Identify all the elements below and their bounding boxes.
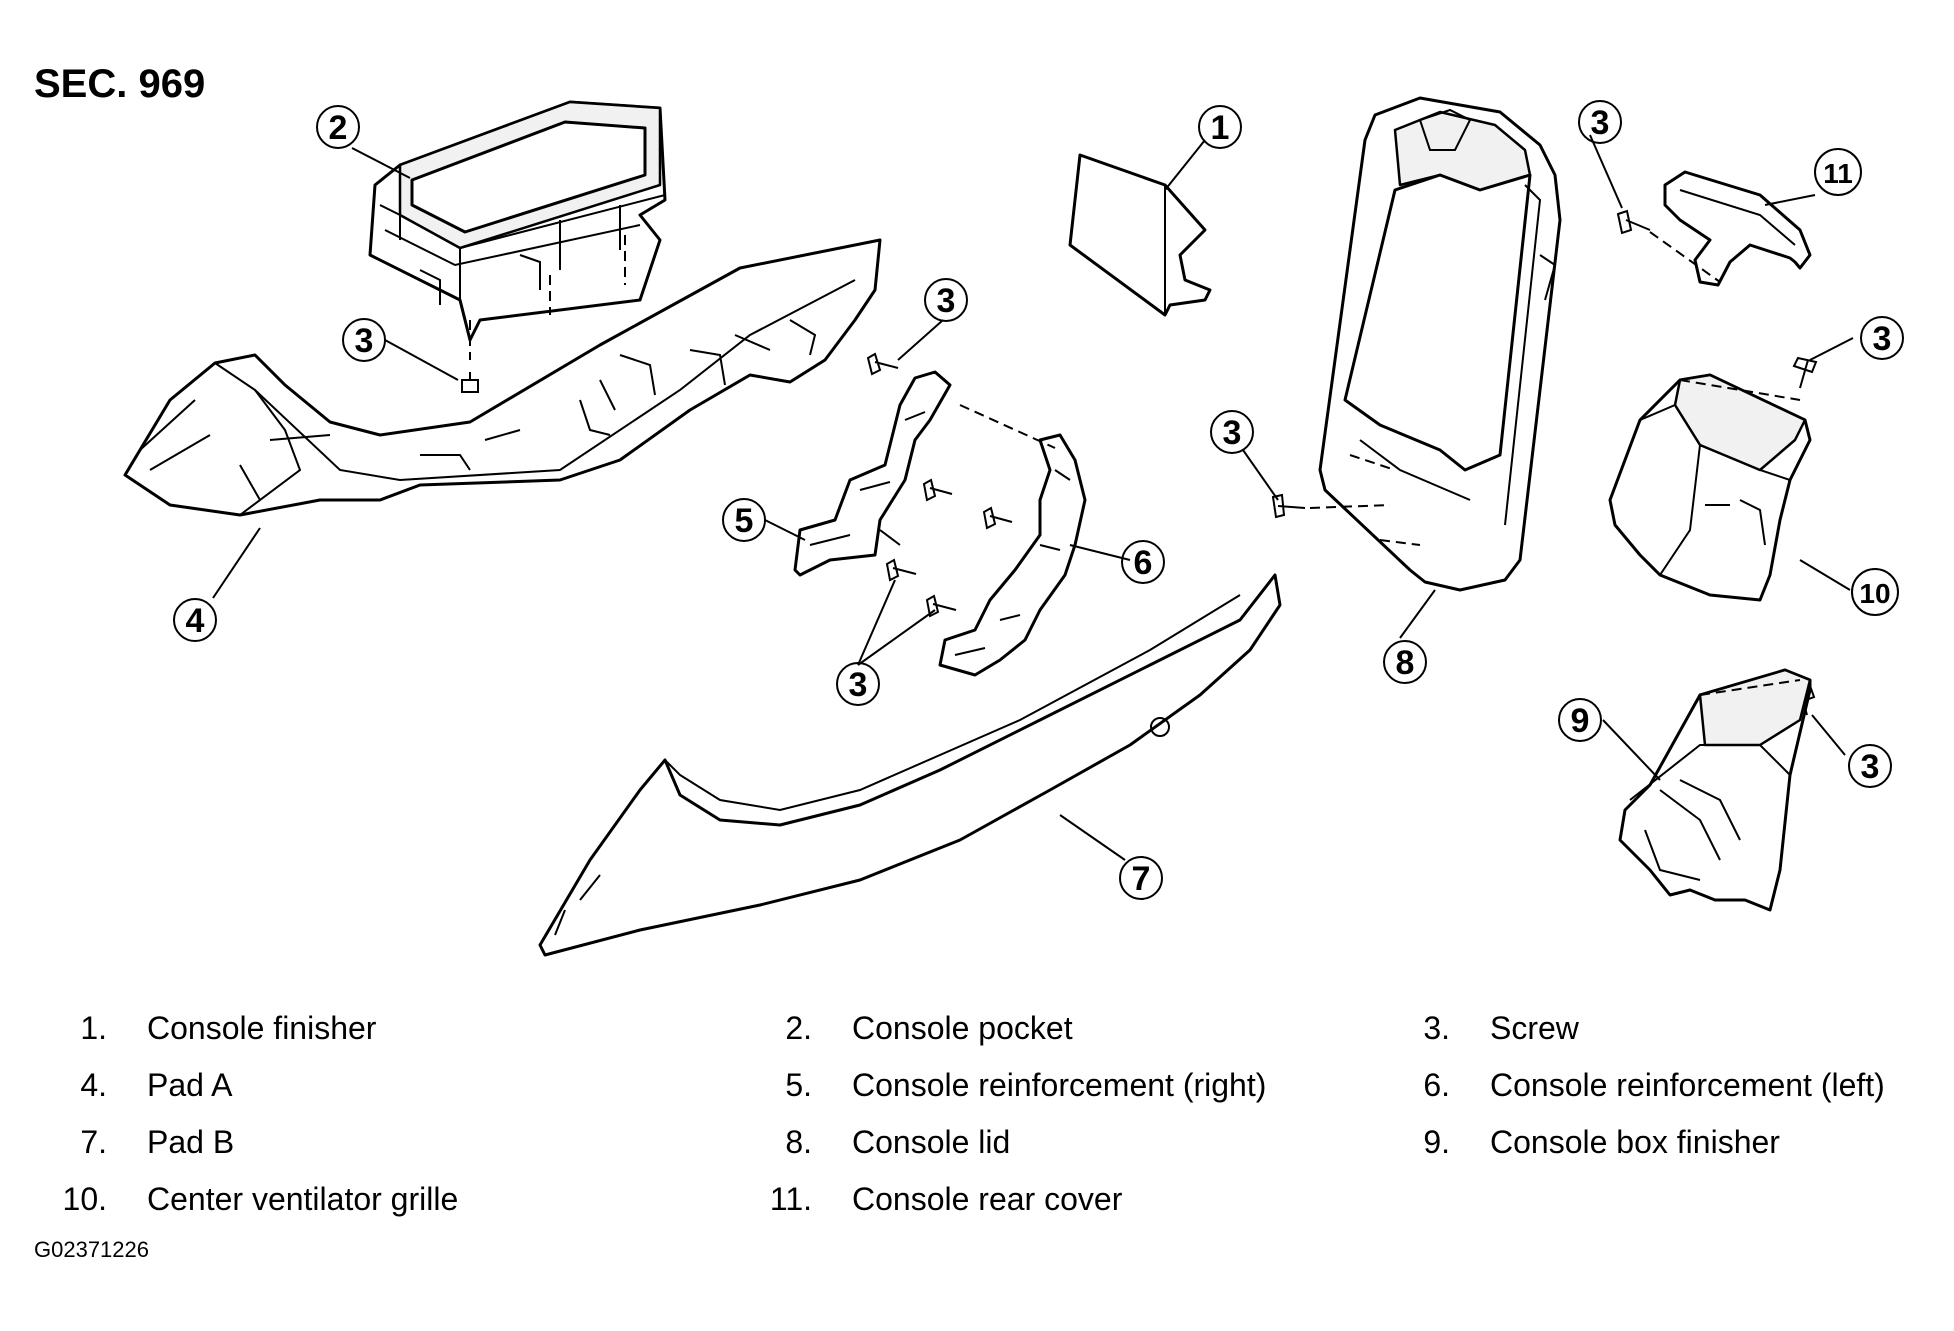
legend-label: Console lid — [852, 1124, 1011, 1160]
svg-text:3: 3 — [1861, 748, 1880, 786]
callout-3: 3 — [1210, 410, 1254, 454]
legend-label: Center ventilator grille — [147, 1181, 459, 1217]
legend-number: 1. — [80, 1010, 107, 1046]
callout-9: 9 — [1558, 698, 1602, 742]
svg-text:4: 4 — [186, 602, 205, 640]
console-reinforcement-right-drawing — [793, 370, 952, 577]
svg-text:9: 9 — [1571, 702, 1590, 740]
svg-text:11: 11 — [1823, 158, 1853, 189]
exploded-parts-diagram: 2 1 3 3 4 5 6 3 7 8 3 3 11 3 10 9 3 — [123, 96, 1904, 957]
svg-text:2: 2 — [329, 109, 348, 147]
callout-3: 3 — [924, 278, 968, 322]
legend-number: 9. — [1423, 1124, 1450, 1160]
pad-a-drawing — [123, 238, 882, 517]
legend-number: 3. — [1423, 1010, 1450, 1046]
console-lid-drawing — [1309, 96, 1562, 592]
svg-text:3: 3 — [1873, 320, 1892, 358]
legend-label: Console box finisher — [1490, 1124, 1780, 1160]
svg-text:1: 1 — [1211, 109, 1230, 147]
svg-text:5: 5 — [735, 502, 754, 540]
callout-1: 1 — [1198, 105, 1242, 149]
legend-label: Console rear cover — [852, 1181, 1123, 1217]
callout-8: 8 — [1383, 640, 1427, 684]
console-finisher-drawing — [1068, 153, 1212, 317]
console-pocket-drawing — [368, 100, 667, 360]
svg-text:8: 8 — [1396, 644, 1415, 682]
figure-code: G02371226 — [34, 1237, 149, 1262]
legend-number: 4. — [80, 1067, 107, 1103]
pad-b-drawing — [538, 573, 1282, 957]
svg-text:10: 10 — [1859, 578, 1890, 609]
callout-5: 5 — [722, 498, 766, 542]
console-reinforcement-left-drawing — [938, 404, 1087, 677]
legend-number: 2. — [785, 1010, 812, 1046]
callout-3: 3 — [1578, 100, 1622, 144]
section-title: SEC. 969 — [34, 62, 206, 106]
console-box-finisher-drawing — [1618, 668, 1812, 912]
legend-number: 6. — [1423, 1067, 1450, 1103]
svg-text:3: 3 — [849, 666, 868, 704]
svg-text:3: 3 — [937, 282, 956, 320]
svg-text:7: 7 — [1132, 860, 1151, 898]
svg-text:6: 6 — [1134, 544, 1153, 582]
callout-4: 4 — [173, 598, 217, 642]
callout-3: 3 — [342, 318, 386, 362]
legend-number: 11. — [769, 1181, 812, 1217]
svg-text:3: 3 — [355, 322, 374, 360]
legend-label: Console reinforcement (left) — [1490, 1067, 1885, 1103]
legend-label: Pad A — [147, 1067, 233, 1103]
legend-label: Screw — [1490, 1010, 1579, 1046]
callout-3: 3 — [1848, 744, 1892, 788]
svg-text:3: 3 — [1591, 104, 1610, 142]
callout-11: 11 — [1814, 148, 1862, 196]
legend-number: 10. — [62, 1181, 107, 1217]
legend-label: Console pocket — [852, 1010, 1073, 1046]
legend-number: 7. — [80, 1124, 107, 1160]
callout-3: 3 — [1860, 316, 1904, 360]
legend-number: 8. — [785, 1124, 812, 1160]
legend-label: Console finisher — [147, 1010, 377, 1046]
leader-lines — [212, 134, 1854, 861]
center-ventilator-grille-drawing — [1608, 373, 1812, 602]
svg-text:3: 3 — [1223, 414, 1242, 452]
callout-6: 6 — [1121, 540, 1165, 584]
callout-10: 10 — [1851, 568, 1899, 616]
callout-7: 7 — [1119, 856, 1163, 900]
legend-label: Console reinforcement (right) — [852, 1067, 1267, 1103]
legend-number: 5. — [785, 1067, 812, 1103]
console-rear-cover-drawing — [1649, 170, 1812, 287]
callout-2: 2 — [316, 105, 360, 149]
legend-label: Pad B — [147, 1124, 235, 1160]
callout-3: 3 — [836, 662, 880, 706]
